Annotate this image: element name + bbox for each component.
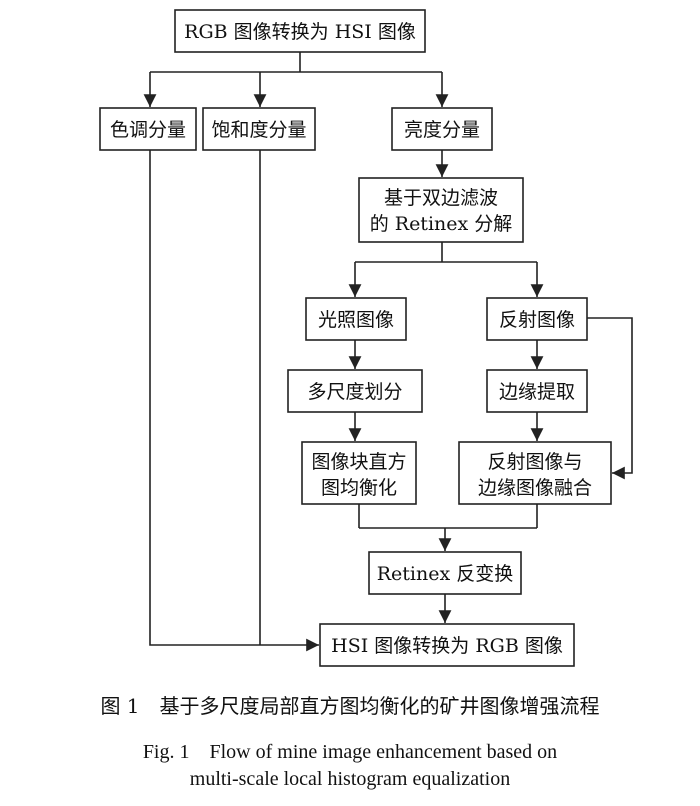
- figure-caption-en-line1: Fig. 1 Flow of mine image enhancement ba…: [142, 741, 558, 763]
- label-fusion-line2: 边缘图像融合: [478, 477, 592, 499]
- box-inverse: [368, 551, 522, 595]
- arrow-reflection-bypass: [587, 317, 633, 480]
- label-decompose-line1: 基于双边滤波: [384, 187, 498, 209]
- box-retinex-decompose: [358, 177, 524, 243]
- box-block-eq: [301, 441, 417, 505]
- box-saturation: [202, 107, 316, 151]
- label-saturation: 饱和度分量: [211, 119, 306, 141]
- label-inverse: Retinex 反变换: [377, 563, 514, 585]
- label-block-eq-line2: 图均衡化: [321, 477, 397, 499]
- box-rgb-to-hsi: [174, 9, 426, 53]
- connector-decompose-split: [355, 242, 537, 263]
- label-hsi-to-rgb: HSI 图像转换为 RGB 图像: [331, 635, 563, 657]
- label-multiscale: 多尺度划分: [307, 381, 402, 403]
- box-hue: [99, 107, 197, 151]
- box-multiscale: [287, 369, 423, 413]
- label-hue: 色调分量: [110, 119, 186, 141]
- box-fusion: [458, 441, 612, 505]
- box-intensity: [391, 107, 493, 151]
- box-hsi-to-rgb: [319, 623, 575, 667]
- box-illumination: [305, 297, 407, 341]
- arrow-hue-to-output: [149, 150, 319, 652]
- connector-top-split: [150, 52, 442, 73]
- label-reflection: 反射图像: [499, 309, 575, 331]
- label-block-eq-line1: 图像块直方: [311, 451, 406, 473]
- label-edge-extract: 边缘提取: [499, 381, 575, 403]
- label-intensity: 亮度分量: [404, 119, 480, 141]
- label-decompose-line2: 的 Retinex 分解: [370, 213, 513, 235]
- figure-caption-en-line2: multi-scale local histogram equalization: [189, 768, 511, 790]
- label-rgb-to-hsi: RGB 图像转换为 HSI 图像: [184, 21, 416, 43]
- label-fusion-line1: 反射图像与: [487, 451, 582, 473]
- connector-merge: [358, 504, 538, 529]
- figure-caption-zh: 图 1 基于多尺度局部直方图均衡化的矿井图像增强流程: [100, 694, 600, 718]
- label-illumination: 光照图像: [318, 309, 394, 331]
